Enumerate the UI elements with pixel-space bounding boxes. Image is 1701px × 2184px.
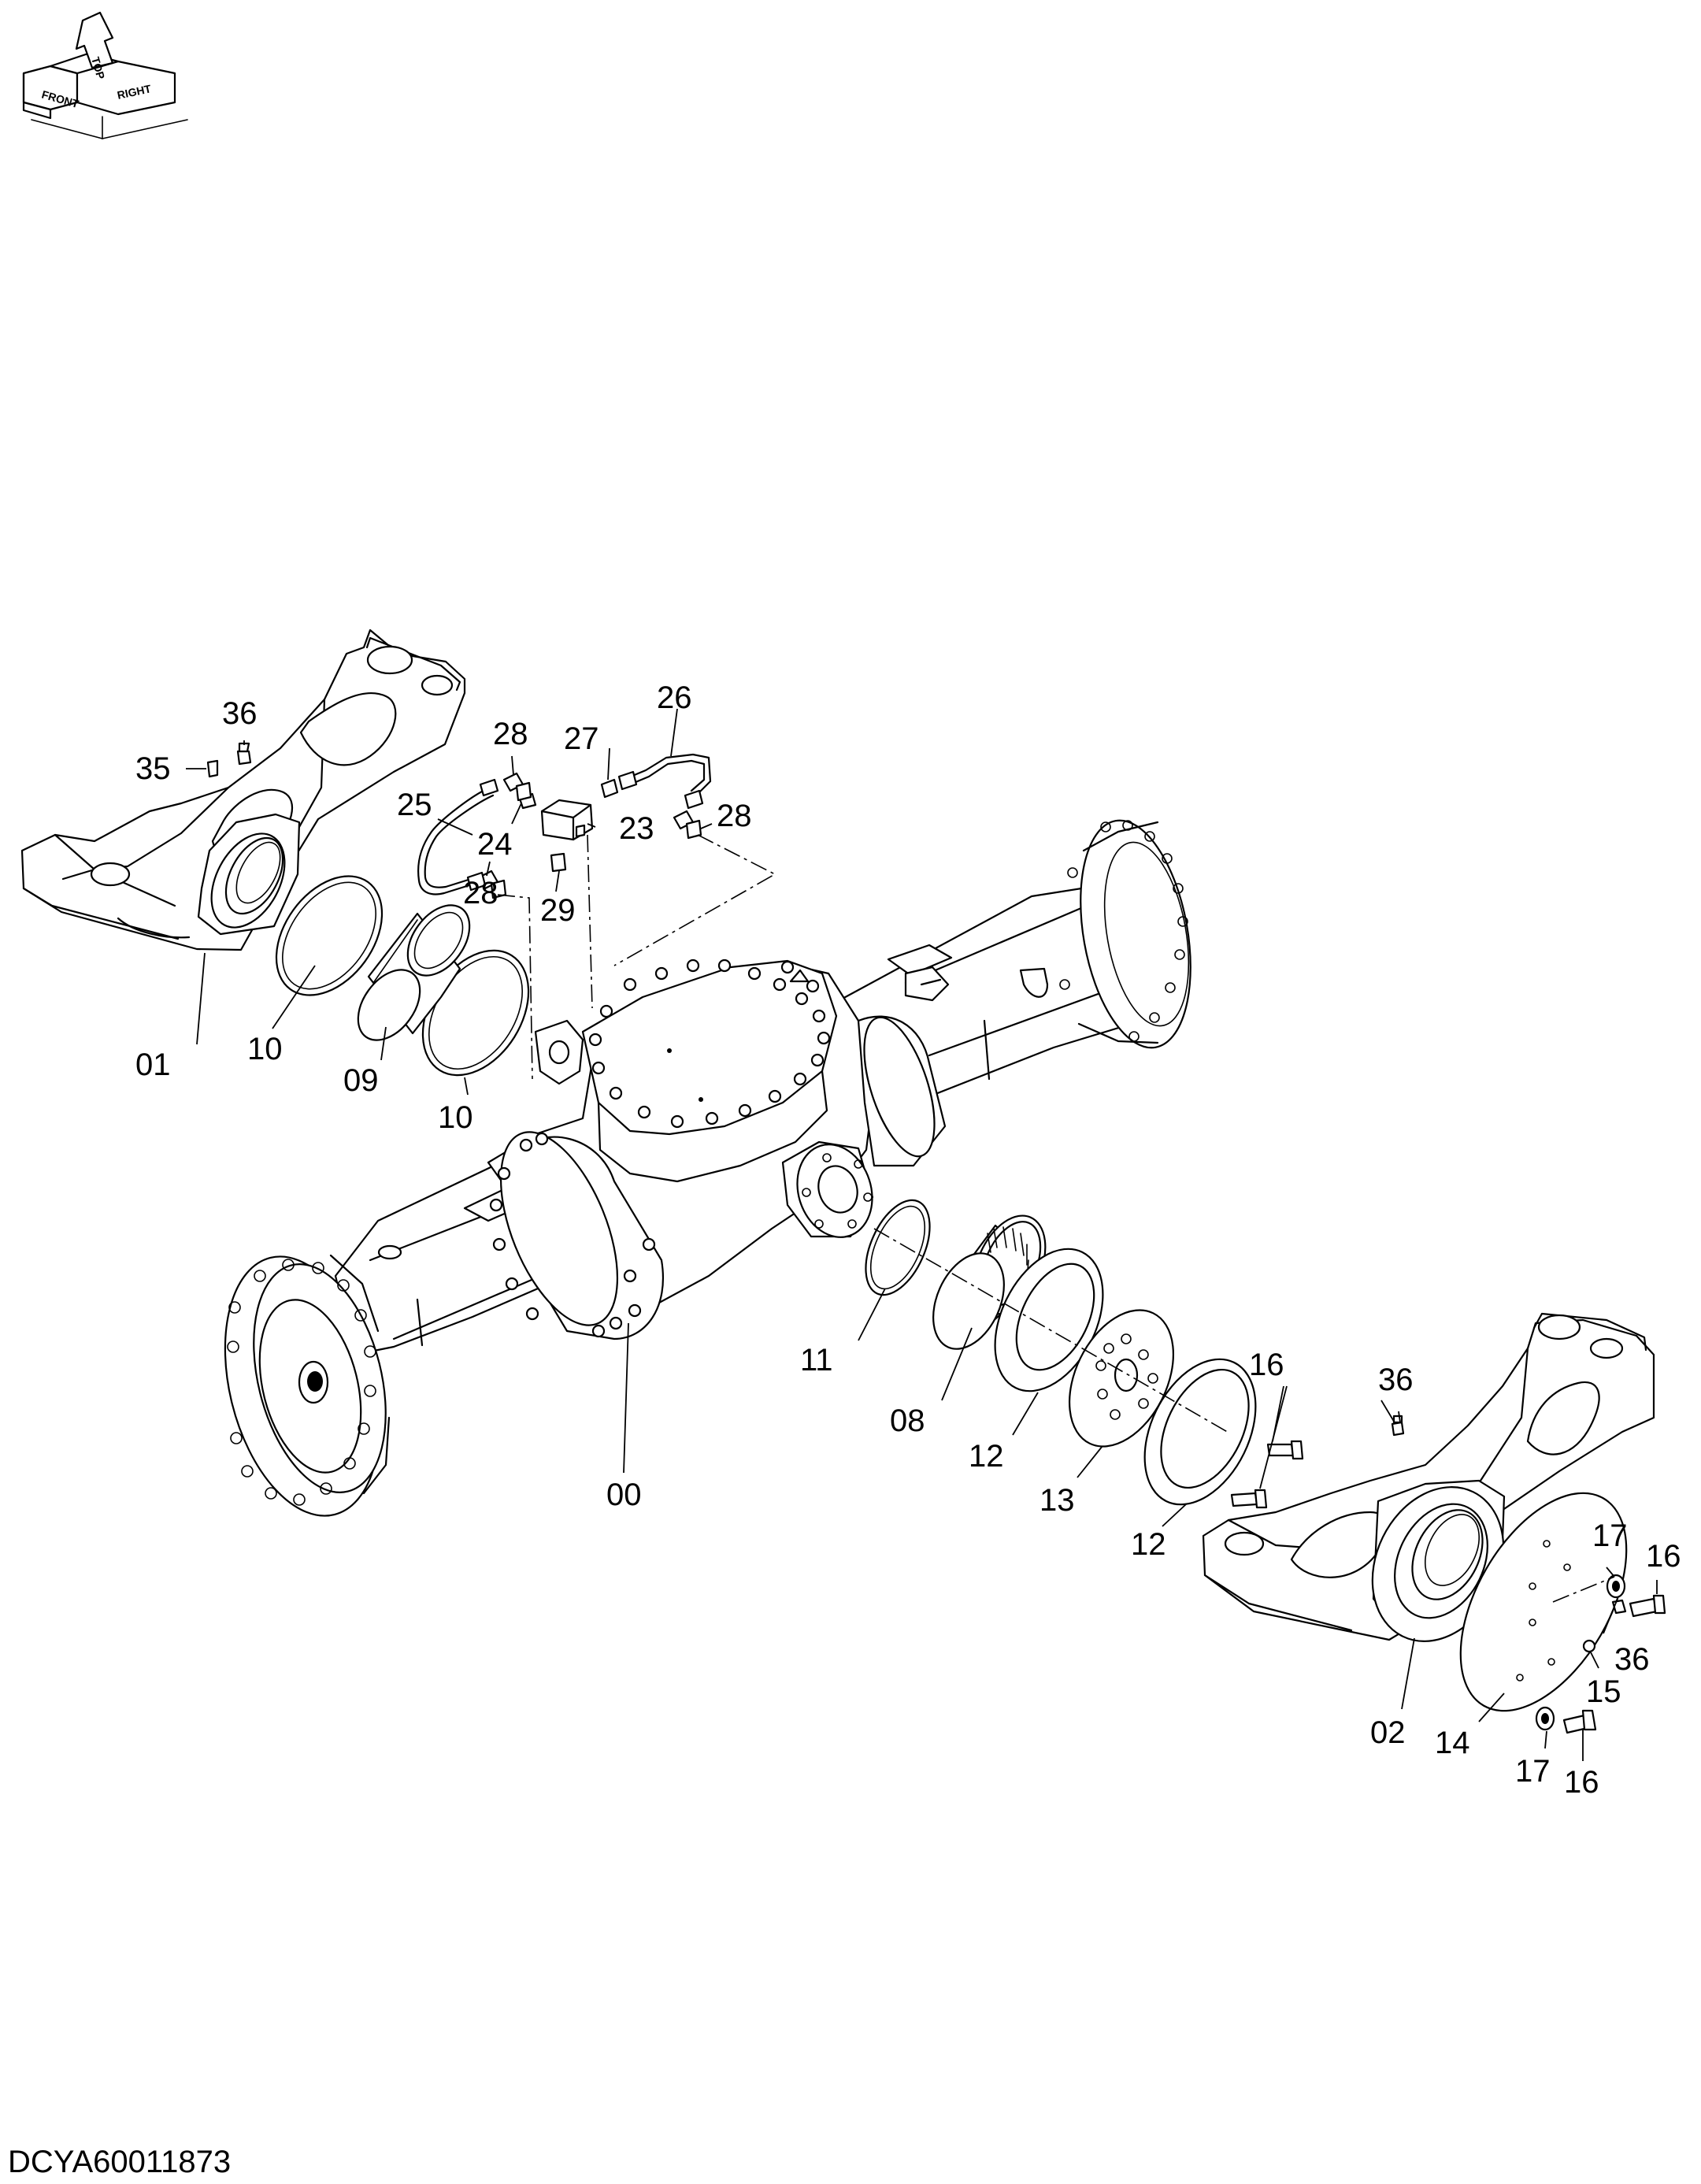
part-12-thrust-washer-1 <box>994 1248 1104 1392</box>
callout-24: 24 <box>477 827 513 862</box>
callout-11: 11 <box>800 1343 833 1378</box>
part-17-washer-lower <box>1535 1706 1555 1731</box>
part-35-fitting <box>206 759 219 778</box>
callout-25: 25 <box>397 788 432 822</box>
callout-28-right: 28 <box>717 799 752 833</box>
callout-28-top: 28 <box>493 717 528 751</box>
right-axle-bracket <box>1202 1312 1655 1642</box>
part-23-block <box>540 799 594 841</box>
callout-36-left: 36 <box>222 696 258 731</box>
assembly-centerlines <box>497 834 1615 1603</box>
part-10-o-ring-upper <box>275 875 384 996</box>
callout-10-upper: 10 <box>247 1032 283 1066</box>
callout-08: 08 <box>890 1403 925 1438</box>
part-16-bolt-b <box>1230 1489 1268 1509</box>
callout-16-cover-upper: 16 <box>1646 1539 1681 1574</box>
part-25-hose <box>417 778 499 895</box>
part-16-bolt-d <box>1562 1709 1597 1734</box>
part-16-bolt-a <box>1266 1440 1304 1460</box>
part-17-washer-upper <box>1606 1574 1626 1599</box>
left-flange-bolt-holes <box>227 1259 376 1506</box>
callout-36-right-bracket: 36 <box>1378 1363 1414 1397</box>
callout-36-cover: 36 <box>1614 1642 1650 1677</box>
callout-26: 26 <box>657 680 692 715</box>
input-flange-bolt-holes <box>802 1153 873 1229</box>
callout-14: 14 <box>1435 1726 1470 1760</box>
callout-29: 29 <box>540 893 576 928</box>
callout-12-first: 12 <box>969 1439 1004 1474</box>
part-12-thrust-washer-2 <box>1143 1358 1257 1506</box>
callout-labels: 00 01 02 08 09 10 10 11 12 12 13 14 15 1… <box>135 680 1681 1800</box>
part-29-fitting <box>550 852 567 873</box>
callout-35: 35 <box>135 751 171 786</box>
callout-23: 23 <box>619 811 654 846</box>
callout-16-plate: 16 <box>1249 1348 1284 1382</box>
callout-10-lower: 10 <box>438 1100 473 1135</box>
callout-13: 13 <box>1040 1483 1075 1518</box>
callout-15: 15 <box>1586 1674 1621 1709</box>
callout-12-second: 12 <box>1131 1527 1166 1562</box>
callout-27: 27 <box>564 721 599 756</box>
left-axle-bracket <box>20 629 466 951</box>
top-cover-bolts <box>588 959 831 1129</box>
callout-28-mid: 28 <box>463 876 498 910</box>
callout-02: 02 <box>1370 1715 1406 1750</box>
part-13-plate <box>1068 1309 1175 1448</box>
left-ring-bolts <box>489 1132 656 1338</box>
callout-17-lower: 17 <box>1515 1754 1551 1789</box>
callout-17-upper: 17 <box>1592 1518 1628 1553</box>
part-26-tube <box>617 753 712 810</box>
axle-housing <box>224 819 1191 1517</box>
leader-lines <box>186 708 1658 1761</box>
part-36-fitting-right-bracket <box>1391 1415 1405 1437</box>
part-16-bolt-c <box>1629 1594 1666 1618</box>
callout-16-cover-lower: 16 <box>1564 1765 1599 1800</box>
right-flange-bolt-holes <box>1059 820 1188 1042</box>
part-11-o-ring <box>865 1199 931 1296</box>
callout-01: 01 <box>135 1048 171 1082</box>
part-14-end-cover <box>1459 1492 1628 1712</box>
part-28-elbow-top <box>502 772 532 802</box>
drawing-code: DCYA60011873 <box>8 2145 232 2179</box>
orientation-indicator-icon: FRONT RIGHT TOP <box>22 11 188 139</box>
orientation-top-label: TOP <box>89 55 107 80</box>
part-09-bushing <box>357 904 471 1041</box>
callout-00: 00 <box>606 1478 642 1512</box>
callout-09: 09 <box>343 1063 379 1098</box>
part-28-elbow-right <box>673 810 702 840</box>
part-36-fitting-upper-left <box>236 742 252 766</box>
part-27-fitting <box>600 778 619 799</box>
part-15-plug <box>1582 1639 1596 1653</box>
